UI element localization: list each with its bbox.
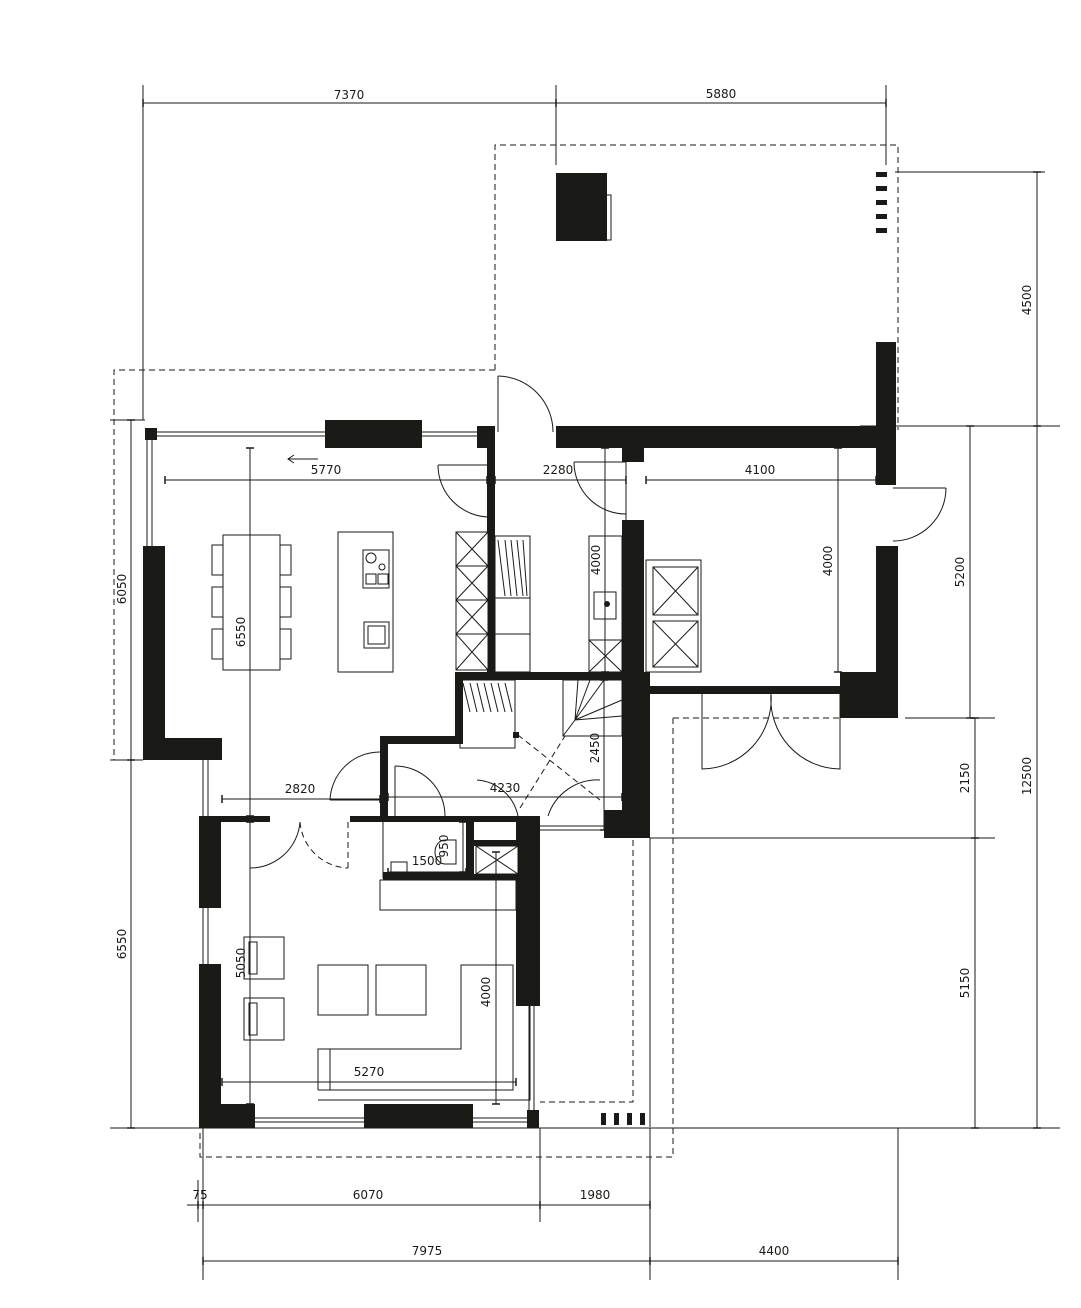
dim-living-depth: 5050 [234,948,248,979]
dim-top-left: 7370 [334,88,365,102]
dim-hall-width: 2820 [285,782,316,796]
dim-garage-depth: 4000 [821,546,835,577]
staircase [459,679,623,809]
dim-left-lower: 6550 [115,929,129,960]
dim-bottom-a: 75 [192,1188,207,1202]
dim-left-upper: 6050 [115,574,129,605]
dim-garage-width: 4100 [745,463,776,477]
walls [143,172,898,1128]
dim-bottom-b: 6070 [353,1188,384,1202]
dim-wc-depth: 950 [437,835,451,858]
dim-top-right: 5880 [706,87,737,101]
dim-bottom-c: 1980 [580,1188,611,1202]
dim-right-middle: 2150 [958,763,972,794]
dim-wc-width: 1500 [412,854,443,868]
dim-kitchen-depth: 6550 [234,617,248,648]
furniture [211,454,702,1101]
dim-utility-depth: 4000 [589,545,603,576]
dim-utility-width: 2280 [543,463,574,477]
dimension-labels: 7370 5880 4500 5200 2150 5150 12500 6050… [115,87,1034,1258]
dim-corridor-width: 4230 [490,781,521,795]
dim-right-lower: 5150 [958,968,972,999]
dimension-lines [110,85,1060,1280]
dim-living-depth-2: 4000 [479,977,493,1008]
dim-right-total: 12500 [1020,757,1034,795]
dim-bottom-total-right: 4400 [759,1244,790,1258]
dimension-ticks [127,99,1041,1265]
dim-stair-depth: 2450 [588,733,602,764]
dining-table [222,534,281,671]
dim-living-width: 5270 [354,1065,385,1079]
dim-right-upper: 5200 [953,557,967,588]
dim-kitchen-width: 5770 [311,463,342,477]
dim-bottom-total-left: 7975 [412,1244,443,1258]
dim-right-garden: 4500 [1020,285,1034,316]
